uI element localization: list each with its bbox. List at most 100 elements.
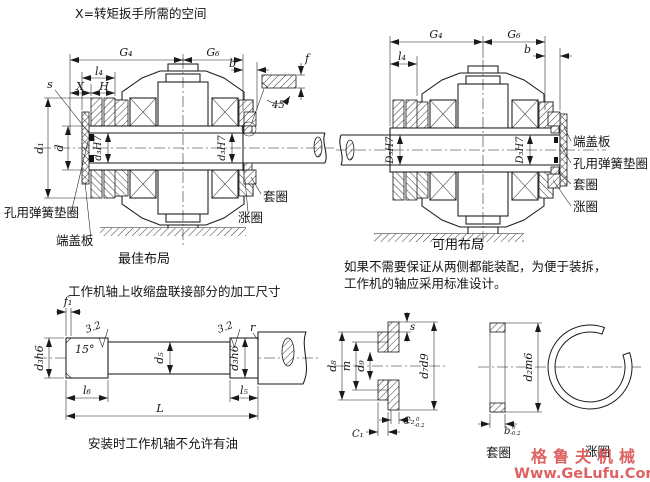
dim-bore-right: d₃H7: [217, 135, 228, 161]
ground-hatch: [374, 234, 524, 242]
shrink-disc-ring: [392, 99, 405, 129]
dim-bore-right: D₃H7: [515, 136, 526, 165]
bearing-section: [511, 99, 539, 129]
dim-b: b: [229, 57, 236, 70]
flange-section: [387, 379, 400, 411]
chamfer-detail: [261, 74, 297, 89]
dim-s: s: [410, 322, 415, 333]
caption-best-layout: 最佳布局: [118, 252, 170, 267]
left-assembly-upper-half: [90, 63, 254, 127]
expansion-ring-part: [550, 125, 560, 134]
snap-ring-shape: [547, 324, 633, 410]
bearing-section: [129, 97, 157, 127]
sleeve-ring-part: [547, 111, 561, 127]
caption-no-oil: 安装时工作机轴不允许有油: [88, 436, 238, 451]
shaft-break-hatch: [313, 136, 323, 158]
ground-hatch: [100, 228, 246, 236]
sleeve-ring-drawing: d₂m6 b 0 -0.2 套圈: [478, 322, 644, 460]
dim-l5: l₅: [240, 384, 249, 397]
expansion-ring-part: [243, 162, 253, 171]
dim-b-tol-top: 0: [512, 425, 516, 431]
note-line2: 工作机的轴应采用标准设计。: [344, 276, 507, 291]
dim-X: X: [75, 80, 85, 93]
dim-d2m6: d₂m6: [522, 353, 535, 382]
shaft-machining-drawing: 工作机轴上收缩盘联接部分的加工尺寸 f₁ 3.2 15° 3.2 r d₃h6 …: [33, 284, 318, 451]
dim-C2-tol-bottom: -0.2: [414, 423, 425, 429]
housing-wall-hatch: [113, 99, 129, 127]
dim-m: m: [340, 361, 353, 371]
dim-d3h6-left: d₃h6: [33, 345, 46, 371]
dim-L: L: [155, 402, 163, 415]
dim-r: r: [250, 321, 256, 334]
spring-washer: [554, 157, 558, 163]
dim-l4: l₄: [95, 65, 103, 78]
dim-b: b: [504, 426, 510, 437]
sleeve-outline: [489, 322, 506, 413]
watermark-url: Www.GeLufu.Com: [514, 466, 650, 482]
torque-wrench-note: X=转矩扳手所需的空间: [75, 6, 207, 21]
right-assembly-upper-half: [392, 65, 554, 129]
shrink-disc-ring: [90, 97, 103, 127]
expansion-ring-part: [243, 125, 253, 134]
dim-d: d: [53, 144, 66, 151]
dim-G6: G₆: [206, 46, 220, 59]
roughness-right: 3.2: [216, 320, 235, 336]
dim-f1: f₁: [63, 295, 72, 308]
dim-l6: l₆: [83, 384, 92, 397]
expansion-ring-part: [550, 166, 560, 175]
dim-45deg: 45°: [271, 100, 290, 111]
label-sleeve-ring: 套圈: [486, 445, 511, 460]
dim-d1: d₁: [33, 142, 46, 153]
dim-C2-tol-top: 0: [416, 417, 420, 423]
dim-d5: d₅: [153, 352, 166, 364]
sleeve-hatch-top: [489, 322, 506, 333]
dim-f: f: [304, 52, 311, 65]
dim-G4: G₄: [429, 28, 442, 41]
dim-15deg: 15°: [75, 343, 95, 356]
label-sleeve-ring: 套圈: [263, 189, 288, 204]
dim-b: b: [524, 43, 531, 56]
flange-section-drawing: d₈ m d₉ d₇d9 s C₂ 0 -0.2 C₁: [326, 312, 448, 440]
dim-b-tol-bottom: -0.2: [510, 431, 521, 437]
section-title: 工作机轴上收缩盘联接部分的加工尺寸: [68, 284, 281, 299]
shaft-large-end: [257, 331, 307, 385]
label-expansion-ring: 涨圈: [585, 444, 610, 459]
shaft-middle: [107, 341, 231, 375]
watermark: 格鲁夫机械 Www.GeLufu.Com: [514, 447, 650, 482]
flange-section: [387, 321, 400, 353]
label-spring-washer: 孔用弹簧垫圈: [573, 156, 648, 171]
dim-G4: G₄: [119, 46, 132, 59]
dim-d9: d₉: [354, 360, 367, 372]
dim-C1: C₁: [352, 429, 364, 440]
label-end-cover: 端盖板: [573, 134, 611, 149]
dim-G6: G₆: [507, 28, 521, 41]
detail-balloon: [241, 121, 257, 137]
dim-C2: C₂: [403, 416, 415, 427]
spring-washer: [89, 134, 94, 141]
shaft-break-hatch: [281, 337, 295, 367]
dim-bore-left: D₃H7: [385, 136, 396, 165]
sleeve-ring-part: [243, 111, 257, 127]
label-sleeve-ring: 套圈: [573, 177, 598, 192]
dim-s: s: [47, 78, 53, 91]
label-end-cover: 端盖板: [56, 233, 94, 248]
dim-bore-left: d₃H7: [93, 135, 104, 161]
bearing-section: [429, 99, 457, 129]
note-line1: 如果不需要保证从两侧都能装配，为便于装拆，: [344, 259, 607, 274]
dim-d7d9: d₇d9: [418, 353, 431, 379]
caption-usable-layout: 可用布局: [432, 238, 484, 253]
dim-d8: d₈: [326, 360, 339, 372]
sleeve-hatch-bottom: [489, 402, 506, 413]
expansion-ring-drawing: 涨圈: [547, 324, 633, 459]
label-expansion-ring: 涨圈: [573, 199, 598, 214]
roughness-left: 3.2: [84, 320, 103, 336]
shrink-disc-ring: [405, 99, 418, 129]
dim-l4: l₄: [398, 50, 406, 63]
dim-H: H: [98, 80, 109, 93]
spring-washer: [89, 155, 94, 162]
label-expansion-ring: 涨圈: [238, 210, 263, 225]
left-assembly-best-layout: G₄ G₆ l₄ X H s b d₁ d d₃H7 d₃H7 45°: [4, 46, 334, 267]
shrink-disc-ring: [103, 97, 116, 127]
